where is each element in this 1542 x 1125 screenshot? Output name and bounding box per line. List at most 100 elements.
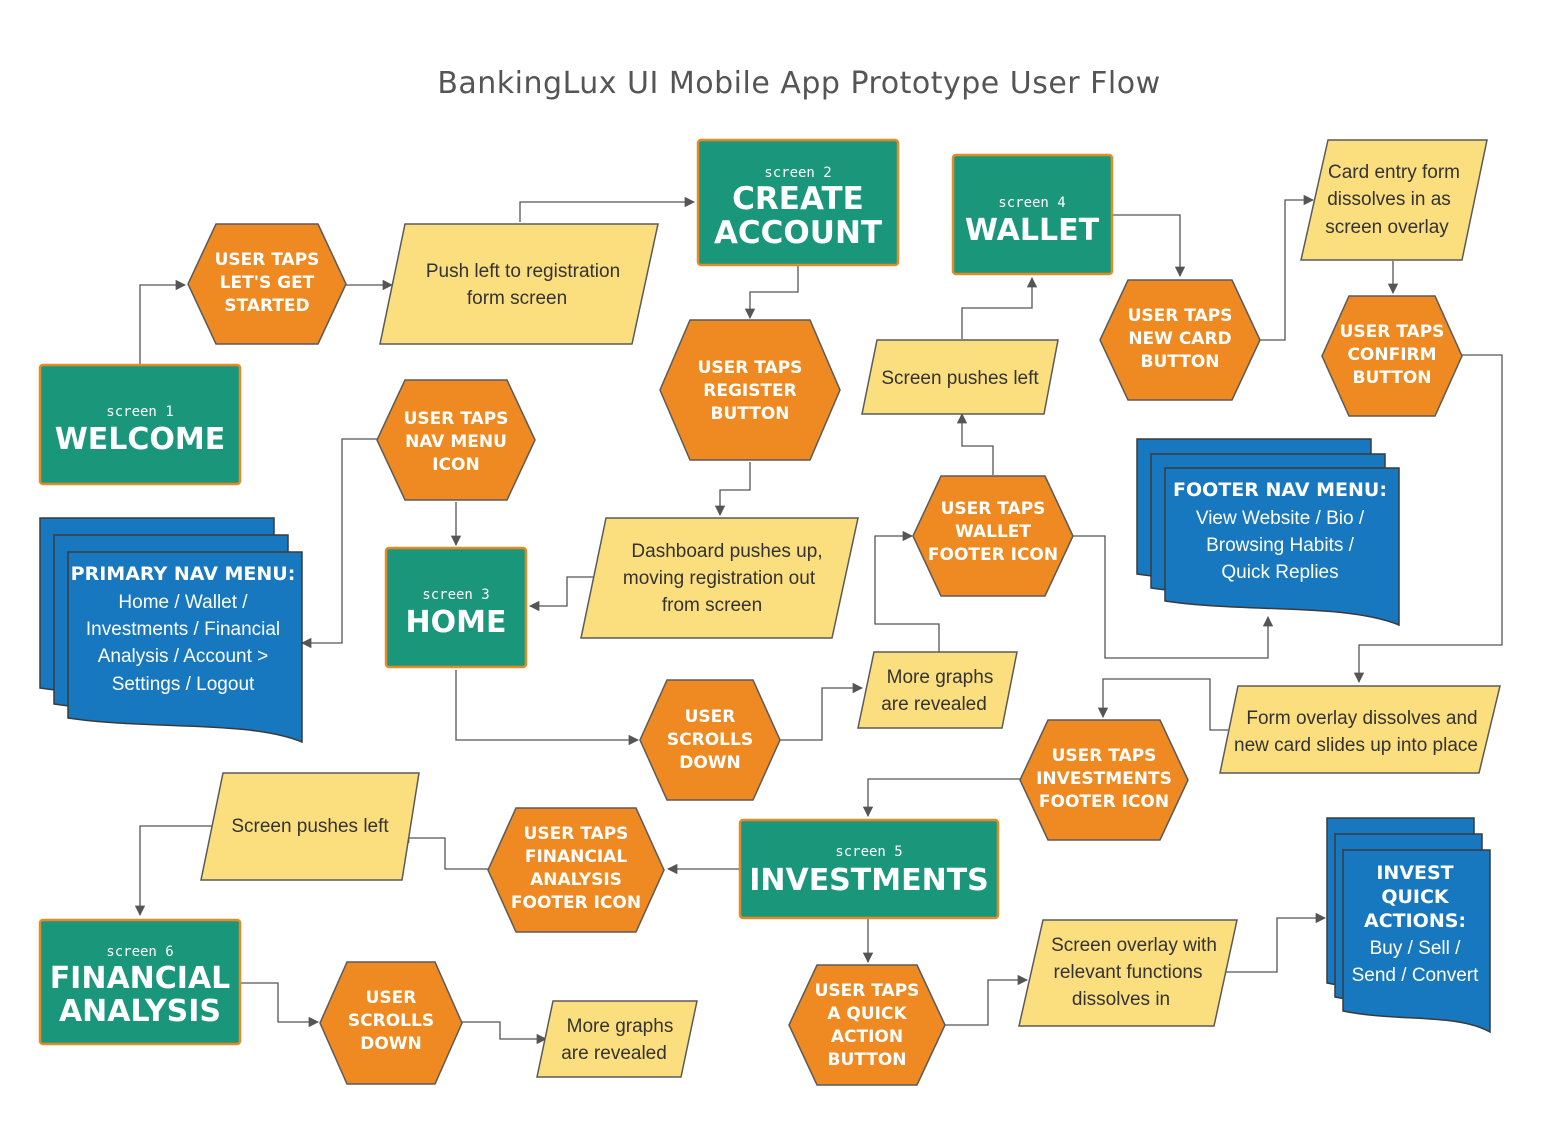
action-a11-line-1: USER [366,988,417,1008]
transition-more-graphs-analysis: More graphs are revealed [536,1000,698,1078]
screen-3: screen 3 HOME [384,546,528,669]
action-a2-line-1: USER TAPS [698,358,803,378]
action-quick-action-button: USER TAPS A QUICK ACTION BUTTON [788,964,946,1086]
invest-quick-actions-menu: INVEST QUICK ACTIONS: Buy / Sell / Send … [1326,817,1491,1034]
transition-t6-line-1: Form overlay dissolves and [1246,708,1477,729]
screen-2-tag: screen 2 [764,165,831,181]
action-a6-line-3: BUTTON [1140,352,1219,372]
transition-screen-overlay-functions: Screen overlay with relevant functions d… [1018,919,1238,1027]
connector-t2-s3 [528,576,594,612]
transition-t3-line-1: More graphs [887,667,994,688]
diagram-title: BankingLux UI Mobile App Prototype User … [437,66,1160,101]
action-a10-line-4: BUTTON [827,1050,906,1070]
action-a7-line-3: BUTTON [1352,368,1431,388]
connector-a11-t9 [462,1021,548,1045]
action-a11-line-2: SCROLLS [348,1011,434,1031]
transition-t2-line-2: moving registration out [623,568,816,589]
connector-t7-s6 [134,825,213,917]
action-a5-line-2: WALLET [955,522,1031,542]
screen-6: screen 6 FINANCIAL ANALYSIS [38,918,242,1046]
screen-2-name-line-1: CREATE [732,181,864,217]
action-scrolls-down-analysis: USER SCROLLS DOWN [319,961,463,1085]
transition-t2-line-3: from screen [662,595,762,616]
action-a3-line-1: USER TAPS [404,409,509,429]
transition-screen-pushes-left-analysis: Screen pushes left [200,772,420,881]
connector-a6-t5 [1258,194,1315,341]
screen-4-tag: screen 4 [998,195,1065,211]
footer-nav-menu: FOOTER NAV MENU: View Website / Bio / Br… [1136,438,1400,627]
screen-6-name-line-1: FINANCIAL [50,961,231,996]
transition-t3-line-2: are revealed [881,694,987,715]
action-a4-line-1: USER [685,707,736,727]
action-a10-line-3: ACTION [831,1027,903,1047]
invest-quick-actions-line-1: Buy / Sell / [1370,938,1462,959]
action-a9-line-1: USER TAPS [524,824,629,844]
action-a4-line-3: DOWN [679,753,741,773]
primary-nav-menu: PRIMARY NAV MENU: Home / Wallet / Invest… [39,517,303,744]
action-lets-get-started: USER TAPS LET'S GET STARTED [187,223,347,345]
footer-nav-menu-heading: FOOTER NAV MENU: [1173,479,1387,501]
action-a9-line-2: FINANCIAL [525,847,628,867]
action-scrolls-down-home: USER SCROLLS DOWN [639,679,781,801]
action-a4-line-2: SCROLLS [667,730,753,750]
transition-form-overlay-dissolves: Form overlay dissolves and new card slid… [1219,685,1501,774]
screen-3-tag: screen 3 [422,587,489,603]
action-financial-analysis-footer-icon: USER TAPS FINANCIAL ANALYSIS FOOTER ICON [487,807,665,933]
footer-nav-menu-line-1: View Website / Bio / [1196,508,1365,529]
action-a5-line-3: FOOTER ICON [928,545,1058,565]
transition-screen-pushes-left-wallet: Screen pushes left [861,339,1059,415]
transition-dashboard-pushes-up: Dashboard pushes up, moving registration… [580,517,859,639]
primary-nav-menu-line-4: Settings / Logout [112,674,255,695]
transition-t6-line-2: new card slides up into place [1234,735,1478,756]
screen-3-name: HOME [406,605,507,640]
action-nav-menu-icon: USER TAPS NAV MENU ICON [376,379,536,501]
action-a10-line-1: USER TAPS [815,981,920,1001]
action-a8-line-2: INVESTMENTS [1036,769,1172,789]
transition-t8-line-3: dissolves in [1072,989,1170,1010]
action-a8-line-3: FOOTER ICON [1039,792,1169,812]
primary-nav-menu-heading: PRIMARY NAV MENU: [71,563,296,585]
connector-s1-a1 [139,279,187,365]
connector-a10-t8 [945,974,1029,1026]
connector-a5-t4 [956,412,994,475]
action-a1-line-3: STARTED [224,296,309,316]
primary-nav-menu-line-1: Home / Wallet / [118,592,248,613]
action-a6-line-2: NEW CARD [1128,329,1231,349]
action-a6-line-1: USER TAPS [1128,306,1233,326]
connector-t6-a8 [1097,678,1228,731]
screen-2-name-line-2: ACCOUNT [714,215,882,251]
invest-quick-actions-line-2: Send / Convert [1352,965,1479,986]
transition-t9-line-2: are revealed [561,1043,667,1064]
connector-a3-m1 [300,438,377,649]
action-confirm-button: USER TAPS CONFIRM BUTTON [1321,295,1463,417]
action-a3-line-2: NAV MENU [405,432,507,452]
screen-5-tag: screen 5 [835,844,902,860]
action-a2-line-2: REGISTER [703,381,797,401]
connector-a2-t2 [714,462,751,517]
connector-s4-a6 [1113,214,1186,278]
transition-more-graphs-home: More graphs are revealed [857,651,1018,729]
footer-nav-menu-line-3: Quick Replies [1221,562,1338,583]
action-a9-line-4: FOOTER ICON [511,893,641,913]
transition-t8-line-1: Screen overlay with [1051,935,1217,956]
screen-5: screen 5 INVESTMENTS [738,818,1000,920]
invest-quick-actions-heading-line-3: ACTIONS: [1364,910,1466,932]
transition-t5-line-2: dissolves in as [1327,189,1451,210]
connector-s2-a2 [744,266,799,320]
action-a10-line-2: A QUICK [827,1004,907,1024]
connector-s6-a11 [241,982,320,1028]
footer-nav-menu-line-2: Browsing Habits / [1206,535,1355,556]
action-a2-line-3: BUTTON [710,404,789,424]
screen-1-name: WELCOME [55,422,226,457]
transition-t7-line-1: Screen pushes left [231,816,389,837]
action-a7-line-2: CONFIRM [1347,345,1436,365]
transition-t4-line-1: Screen pushes left [881,368,1039,389]
connector-t3-a5 [874,530,940,652]
screen-1-tag: screen 1 [106,404,173,420]
transition-push-left-registration: Push left to registration form screen [379,223,659,345]
action-a7-line-1: USER TAPS [1340,322,1445,342]
connector-a7-t6 [1353,354,1503,684]
transition-t9-line-1: More graphs [567,1016,674,1037]
action-a3-line-3: ICON [432,455,479,475]
